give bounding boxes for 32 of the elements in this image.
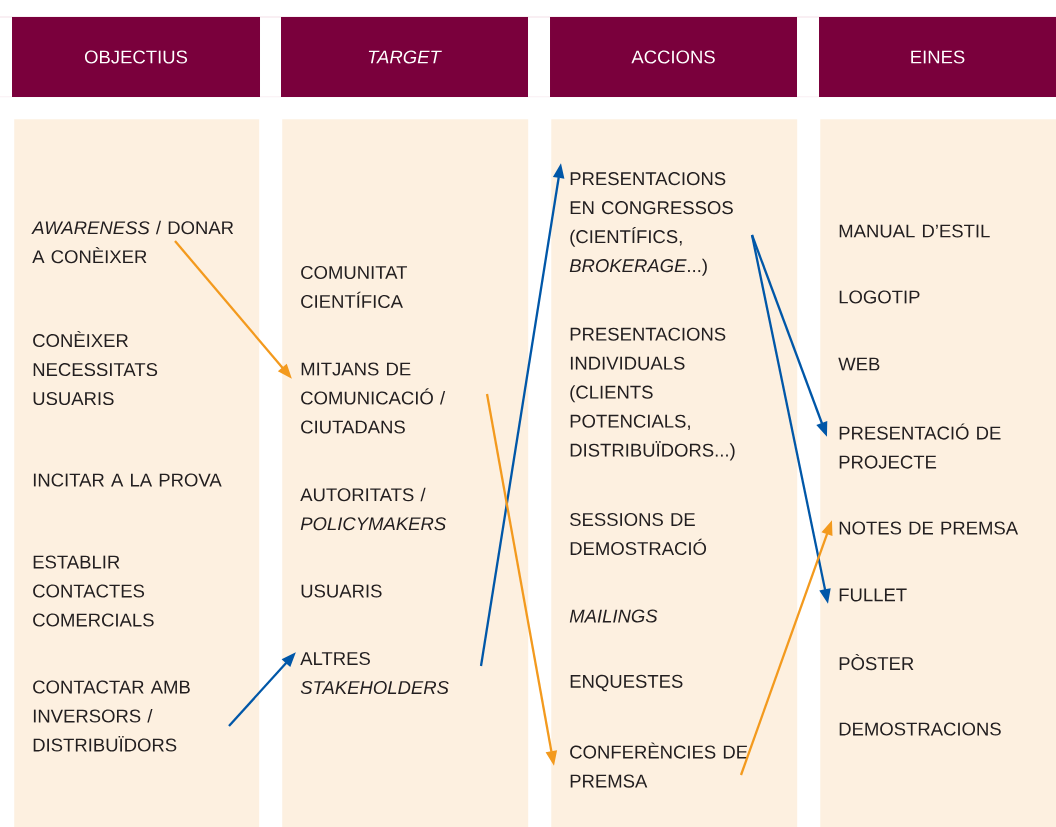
header-box: TARGET xyxy=(281,17,528,97)
item-text: AUTORITATS / POLICYMAKERS xyxy=(300,487,446,531)
item-text: ALTRES STAKEHOLDERS xyxy=(300,651,449,695)
header-box: OBJECTIUS xyxy=(12,17,260,97)
header-box: ACCIONS xyxy=(550,17,797,97)
item-text: PÒSTER xyxy=(839,653,914,671)
item-text: PRESENTACIÓ DE PROJECTE xyxy=(839,423,1001,469)
item-text: PRESENTACIONS INDIVIDUALS (CLIENTS POTENCIALS, DISTRIBUÏDORS...) xyxy=(570,327,735,461)
item-text: COMUNITAT CIENTÍFICA xyxy=(301,265,407,309)
column-panel xyxy=(551,119,798,827)
item-text: MAILINGS xyxy=(569,609,658,623)
item-text: NOTES DE PREMSA xyxy=(839,521,1019,535)
item-text: FULLET xyxy=(839,588,907,602)
item-text: ESTABLIR CONTACTES COMERCIALS xyxy=(33,555,154,627)
item-text: MANUAL D’ESTIL xyxy=(839,224,990,238)
item-text: CONTACTAR AMB INVERSORS / DISTRIBUÏDORS xyxy=(33,680,190,752)
item-text: WEB xyxy=(838,357,880,371)
item-text: LOGOTIP xyxy=(839,290,920,304)
column-panel xyxy=(14,119,260,827)
item-text: SESSIONS DE DEMOSTRACIÓ xyxy=(570,512,707,556)
item-text: AWARENESS / DONAR A CONÈIXER xyxy=(31,220,234,264)
item-text: INCITAR A LA PROVA xyxy=(33,473,222,487)
header-box: EINES xyxy=(819,17,1056,97)
item-text: CONÈIXER NECESSITATS USUARIS xyxy=(33,330,158,406)
item-text: MITJANS DE COMUNICACIÓ / CIUTADANS xyxy=(301,362,446,434)
column-panel xyxy=(820,119,1056,827)
item-text: PRESENTACIONS EN CONGRESSOS (CIENTÍFICS, BROKERAGE...) xyxy=(569,172,733,276)
item-text: USUARIS xyxy=(301,584,382,598)
item-text: ENQUESTES xyxy=(570,674,683,692)
column-panel xyxy=(282,119,529,827)
item-text: DEMOSTRACIONS xyxy=(839,722,1001,736)
item-text: CONFERÈNCIES DE PREMSA xyxy=(570,742,748,788)
